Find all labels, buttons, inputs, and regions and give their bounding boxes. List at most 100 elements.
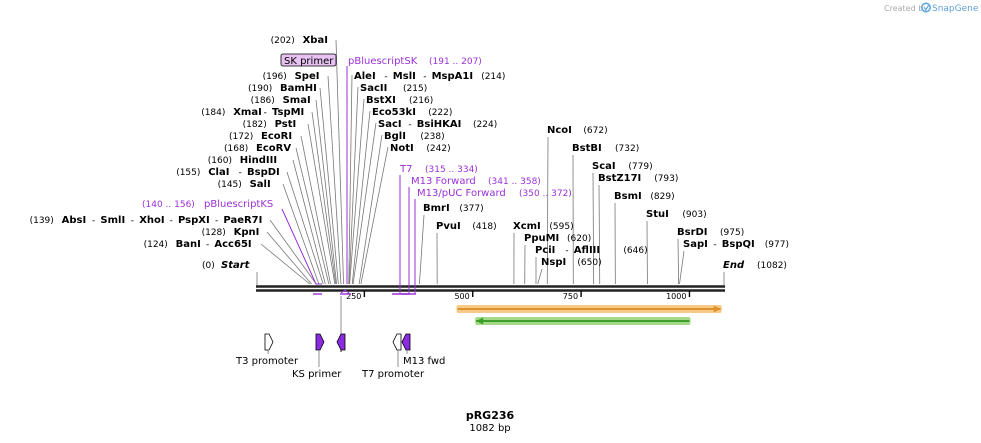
enzyme-right-name: AleI	[354, 71, 376, 82]
enzyme-site-line	[360, 146, 389, 285]
enzyme-site-line	[351, 110, 371, 285]
enzyme-right-position: (672)	[583, 126, 607, 136]
feature-label: T7 promoter	[361, 369, 425, 380]
enzyme-right-separator: -	[423, 72, 426, 82]
enzyme-right-name: BsiHKAI	[417, 119, 462, 130]
plasmid-name: pRG236	[466, 409, 515, 422]
enzyme-left-separator: -	[215, 216, 218, 226]
enzyme-site-line	[269, 219, 317, 285]
enzyme-left-position: (168)	[224, 144, 248, 154]
enzyme-site-line	[319, 87, 339, 285]
enzyme-right-position: (238)	[420, 132, 444, 142]
enzyme-right-name: BglI	[384, 131, 406, 142]
enzyme-right-name: BstBI	[572, 143, 602, 154]
enzyme-right-name: AflIII	[574, 245, 600, 256]
enzyme-left-position: (182)	[243, 120, 267, 130]
enzyme-left-name: EcoRV	[256, 143, 291, 154]
enzyme-right-name: NcoI	[547, 125, 572, 136]
feature-track: T3 promoter KS primer T7 promoter M13 fwd	[235, 296, 445, 380]
enzyme-left-position: (128)	[202, 228, 226, 238]
enzyme-left-position: (155)	[176, 168, 200, 178]
enzyme-left-name: PstI	[275, 119, 297, 130]
enzyme-site-line	[349, 98, 365, 285]
feature-label: T3 promoter	[235, 356, 299, 367]
ruler-tick-label: 500	[454, 292, 469, 301]
feature-label: KS primer	[292, 369, 342, 380]
enzyme-left-separator: -	[170, 216, 173, 226]
enzyme-left-name: XbaI	[303, 35, 328, 46]
enzyme-left-separator: -	[92, 216, 95, 226]
ruler-tick-label: 1000	[666, 292, 686, 301]
sk-primer-box	[280, 53, 337, 67]
enzyme-left-position: (186)	[251, 96, 275, 106]
enzyme-left-name: AbsI	[62, 215, 87, 226]
enzyme-left-position: (184)	[201, 108, 225, 118]
feature-label: M13 fwd	[403, 356, 445, 367]
backbone	[256, 285, 725, 292]
enzyme-right-position: (222)	[428, 108, 452, 118]
enzyme-left-name: BanI	[176, 239, 201, 250]
enzyme-site-line	[348, 74, 353, 285]
enzyme-right-name: StuI	[646, 209, 669, 220]
primer-name: M13/pUC Forward	[417, 188, 506, 199]
enzyme-right-name: PciI	[535, 245, 555, 256]
enzyme-site-line	[307, 123, 336, 285]
enzyme-right-name: MslI	[393, 71, 416, 82]
enzyme-right-separator: -	[408, 120, 411, 130]
ruler-tick-label: 250	[346, 292, 361, 301]
enzyme-right-position: (595)	[549, 222, 573, 232]
enzyme-right-name: MspA1I	[432, 71, 473, 82]
enzyme-left-position: (145)	[218, 180, 242, 190]
feature-arrow-icon	[392, 333, 402, 351]
enzyme-right-separator: -	[713, 240, 716, 250]
enzyme-right-position: (242)	[426, 144, 450, 154]
enzyme-site-line	[311, 111, 337, 285]
enzyme-site-line	[537, 268, 543, 285]
credit-brand: SnapGene	[932, 4, 979, 14]
primer-range: (191 .. 207)	[429, 57, 482, 67]
primer-name: pBluescriptKS	[204, 199, 273, 210]
enzyme-site-line	[592, 172, 595, 285]
enzyme-right-name: Eco53kI	[372, 107, 416, 118]
enzyme-right-name: BspQI	[722, 239, 755, 250]
enzyme-right-position: (215)	[403, 84, 427, 94]
enzyme-left-name: SmlI	[100, 215, 125, 226]
enzyme-left-position: (190)	[248, 84, 272, 94]
enzyme-right-name: ScaI	[592, 161, 616, 172]
enzyme-site-line	[295, 147, 330, 285]
enzyme-left-position: (124)	[144, 240, 168, 250]
enzyme-left-name: EcoRI	[261, 131, 292, 142]
enzyme-right-name: XcmI	[513, 221, 541, 232]
enzyme-site-line	[348, 86, 359, 285]
enzyme-left-separator: -	[264, 108, 267, 118]
enzyme-right-position: (650)	[577, 258, 601, 268]
enzyme-left-name: SmaI	[283, 95, 311, 106]
enzyme-right-position: (829)	[650, 192, 674, 202]
enzyme-left-separator: -	[206, 240, 209, 250]
primer-range: (315 .. 334)	[425, 165, 478, 175]
enzyme-right-position: (903)	[682, 210, 706, 220]
enzyme-right-name: NotI	[390, 143, 414, 154]
enzyme-site-line	[677, 238, 680, 285]
enzyme-site-line	[292, 159, 326, 285]
snapgene-logo-icon	[920, 2, 931, 13]
enzyme-site-lines	[256, 39, 725, 295]
enzyme-right-name: NspI	[541, 257, 566, 268]
enzyme-site-line	[679, 250, 685, 285]
enzyme-left-name: KpnI	[234, 227, 260, 238]
enzyme-right-name: PvuI	[436, 221, 461, 232]
orf-arrowhead	[476, 317, 484, 325]
enzyme-left-name: Acc65I	[214, 239, 251, 250]
enzyme-left-name: XmaI	[233, 107, 262, 118]
primer-binding-mark	[340, 289, 350, 294]
enzyme-right-position: (646)	[623, 246, 647, 256]
plasmid-length: 1082 bp	[469, 423, 510, 434]
enzyme-site-line	[352, 122, 377, 285]
primer-name: T7	[399, 164, 412, 175]
enzyme-right-position: (418)	[472, 222, 496, 232]
enzyme-site-line	[282, 183, 320, 285]
enzyme-right-name: BsrDI	[677, 227, 708, 238]
enzyme-left-name: SpeI	[295, 71, 320, 82]
enzyme-left-position: (160)	[208, 156, 232, 166]
enzyme-left-name: BspDI	[247, 167, 280, 178]
